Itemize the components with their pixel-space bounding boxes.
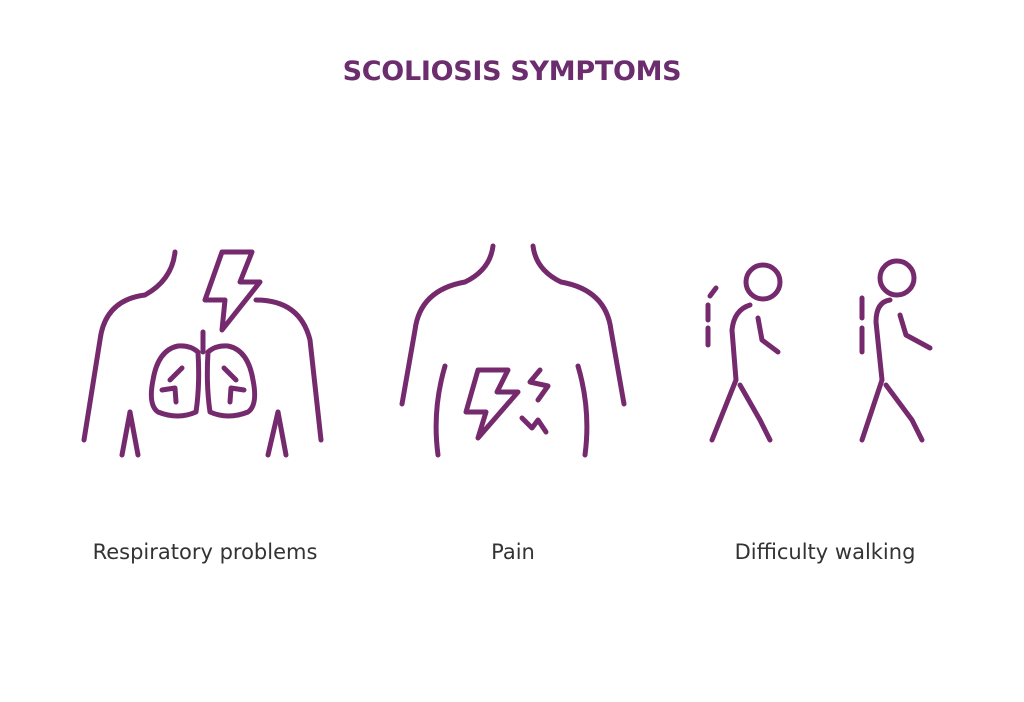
page-title: SCOLIOSIS SYMPTOMS: [342, 56, 682, 87]
symptom-label-respiratory: Respiratory problems: [92, 540, 318, 564]
symptom-label-walking: Difficulty walking: [734, 540, 916, 564]
lungs-torso-icon: [81, 249, 324, 458]
symptom-label-pain: Pain: [491, 540, 535, 564]
back-pain-icon: [399, 243, 627, 458]
walking-figures-icon: [705, 258, 933, 443]
